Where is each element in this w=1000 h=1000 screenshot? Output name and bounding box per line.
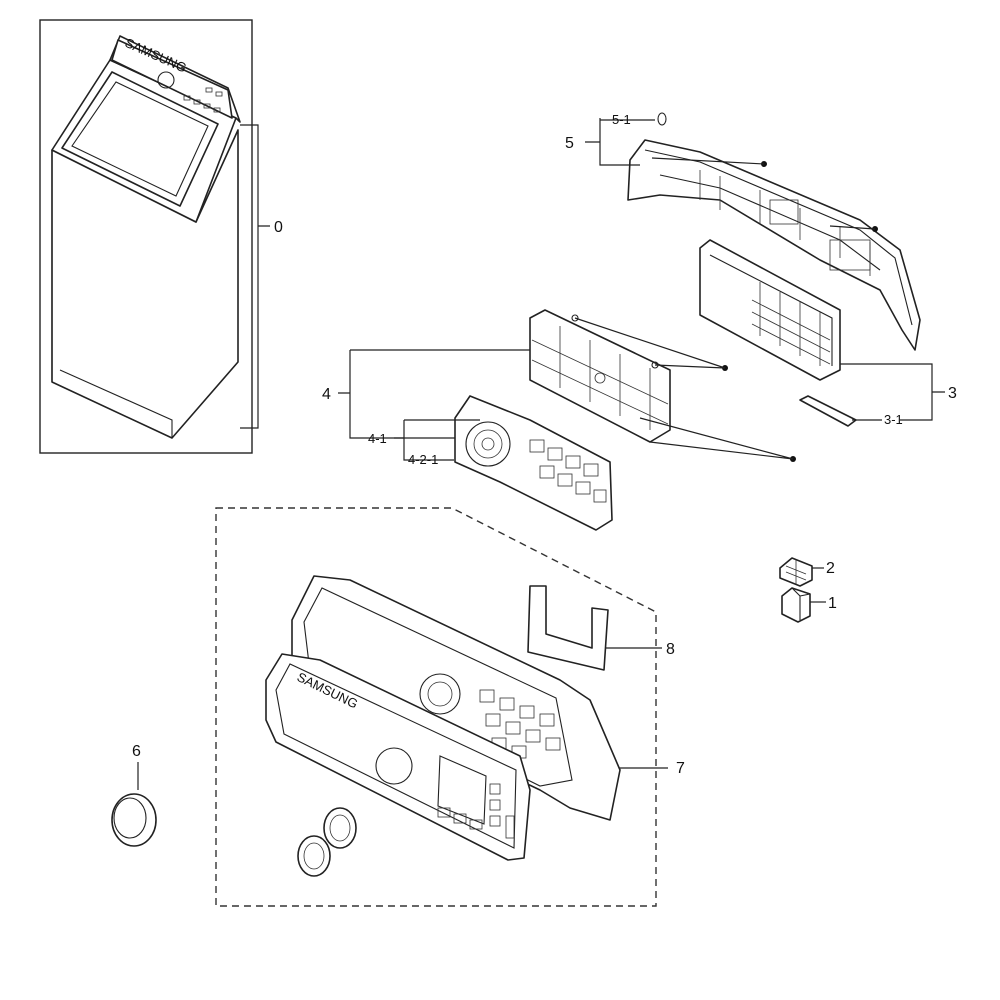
callout-8: 8 [666,641,675,658]
part-3-1-strip [799,395,857,427]
callout-5-1: 5-1 [612,112,631,127]
callout-1: 1 [828,595,837,612]
callout-5: 5 [565,135,574,152]
callout-4-1: 4-1 [368,431,387,446]
part-5-frame: 5-1 5 [565,112,921,351]
part-1-connector: 1 [781,587,837,623]
part-4-1-pcb [454,395,613,531]
part-4-2-1-knob-ring [465,421,511,467]
part-3-pcb-cover: 3 3-1 [699,239,957,427]
part-7-group-boundary [215,507,657,907]
panel-dial-opening [375,747,413,785]
part-8-gasket: 8 [527,585,675,671]
callout-4-2-1: 4-2-1 [408,452,438,467]
washer-overview: SAMSUNG 0 [39,19,283,454]
callout-3: 3 [948,385,957,402]
part-4-pcb-bracket [529,309,796,462]
callout-3-1: 3-1 [884,412,903,427]
callout-0: 0 [274,219,283,236]
part-5-1-ring [657,112,667,126]
part-6-knob: 6 [111,743,157,847]
callout-7: 7 [676,760,685,777]
callout-6: 6 [132,743,141,760]
part-7-control-panel: SAMSUNG [265,575,621,877]
callout-4: 4 [322,386,331,403]
part-2-connector: 2 [779,557,835,587]
part-4-callouts: 4 4-1 4-2-1 [322,349,530,467]
panel-knob-rings [297,807,357,877]
callout-2: 2 [826,560,835,577]
